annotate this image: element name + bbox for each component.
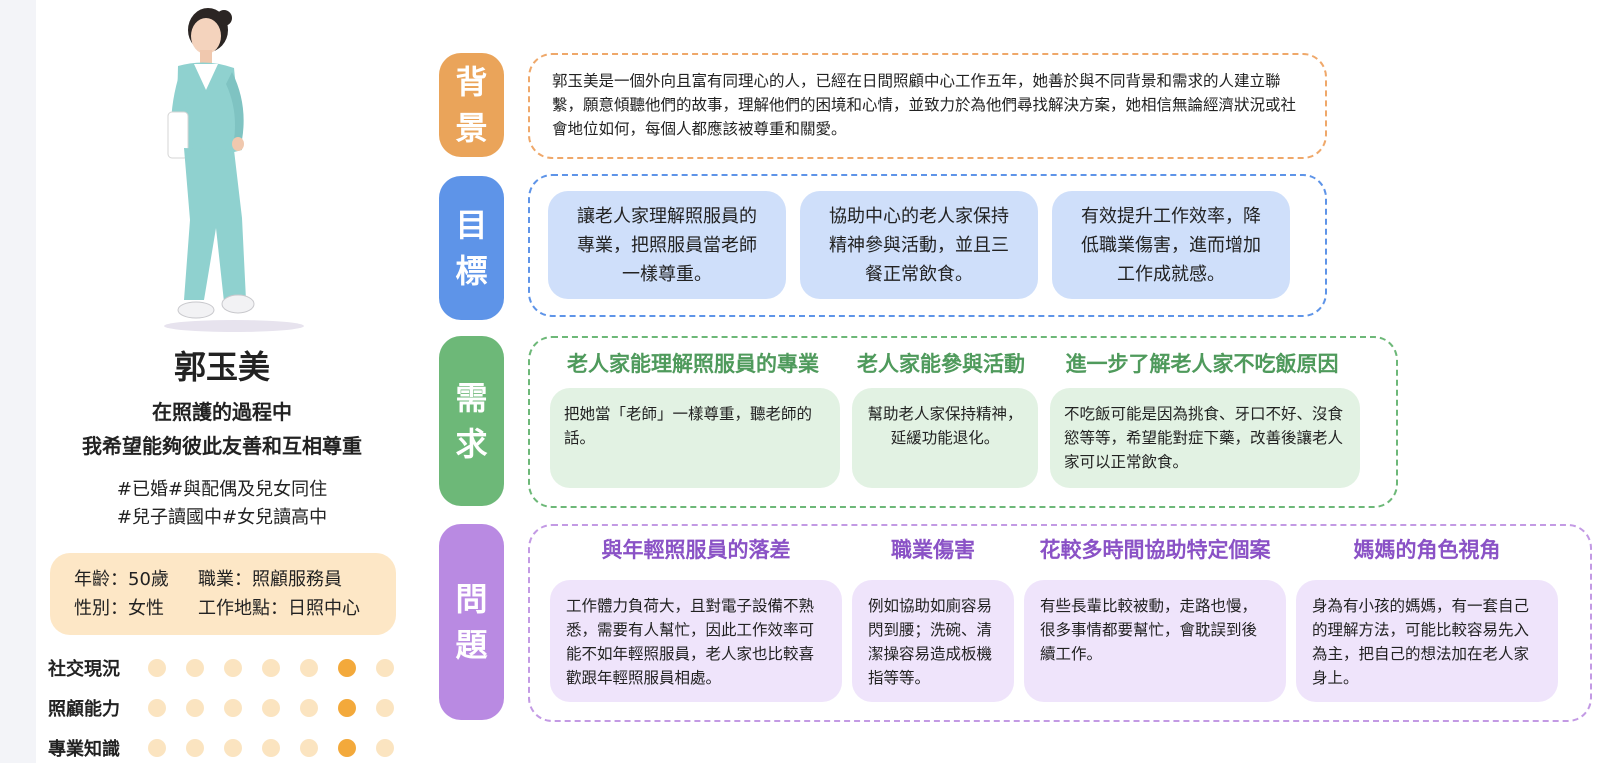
rating-dot — [186, 739, 204, 757]
left-margin — [0, 0, 36, 763]
need-card: 不吃飯可能是因為挑食、牙口不好、沒食慾等等，希望能對症下藥，改善後讓老人家可以正… — [1050, 388, 1360, 488]
rating-dot — [376, 659, 394, 677]
section-label-problems: 問 題 — [439, 524, 504, 720]
need-title: 進一步了解老人家不吃飯原因 — [1065, 352, 1339, 376]
rating-dot — [224, 739, 242, 757]
goals-box: 讓老人家理解照服員的專業，把照服員當老師一樣尊重。 協助中心的老人家保持精神參與… — [528, 174, 1327, 317]
background-box: 郭玉美是一個外向且富有同理心的人，已經在日間照顧中心工作五年，她善於與不同背景和… — [528, 53, 1327, 159]
rating-dot — [148, 739, 166, 757]
label-char: 需 — [455, 379, 488, 417]
info-row: 年齡：50歲 職業：照顧服務員 — [74, 565, 396, 594]
job-field: 職業：照顧服務員 — [198, 569, 342, 590]
info-card: 年齡：50歲 職業：照顧服務員 性別：女性 工作地點：日照中心 — [50, 553, 396, 635]
rating-dot — [186, 699, 204, 717]
tag-line: #已婚#與配偶及兒女同住 — [116, 479, 328, 500]
label-char: 求 — [455, 425, 488, 463]
age-field: 年齡：50歲 — [74, 569, 169, 590]
problem-card: 工作體力負荷大，且對電子設備不熟悉，需要有人幫忙，因此工作效率可能不如年輕照服員… — [550, 580, 842, 702]
background-text: 郭玉美是一個外向且富有同理心的人，已經在日間照顧中心工作五年，她善於與不同背景和… — [552, 72, 1297, 138]
section-label-background: 背 景 — [439, 53, 504, 157]
label-char: 目 — [455, 206, 488, 244]
problem-card: 例如協助如廁容易閃到腰；洗碗、清潔操容易造成板機指等等。 — [852, 580, 1014, 702]
rating-dot — [148, 659, 166, 677]
section-label-needs: 需 求 — [439, 336, 504, 506]
rating-dot — [300, 659, 318, 677]
goal-card: 讓老人家理解照服員的專業，把照服員當老師一樣尊重。 — [548, 191, 786, 299]
rating-dot — [148, 699, 166, 717]
rating-dot — [186, 659, 204, 677]
section-label-goals: 目 標 — [439, 176, 504, 320]
ratings-list: 社交現況照顧能力專業知識 — [48, 648, 408, 763]
problems-box: 與年輕照服員的落差 職業傷害 花較多時間協助特定個案 媽媽的角色視角 工作體力負… — [528, 524, 1592, 722]
label-char: 問 — [455, 580, 488, 618]
rating-label: 專業知識 — [48, 739, 120, 760]
persona-motto: 在照護的過程中 我希望能夠彼此友善和互相尊重 — [36, 395, 408, 463]
rating-label: 照顧能力 — [48, 699, 120, 720]
problem-title: 花較多時間協助特定個案 — [1039, 538, 1271, 562]
problem-title: 職業傷害 — [891, 538, 975, 562]
workplace-field: 工作地點：日照中心 — [198, 598, 360, 619]
rating-dot — [300, 739, 318, 757]
rating-label: 社交現況 — [48, 659, 120, 680]
rating-dot — [262, 659, 280, 677]
rating-row: 照顧能力 — [48, 688, 408, 728]
rating-dots — [148, 699, 394, 717]
label-char: 景 — [455, 109, 488, 147]
rating-row: 社交現況 — [48, 648, 408, 688]
need-card: 幫助老人家保持精神，延緩功能退化。 — [852, 388, 1038, 488]
profile-panel: 郭玉美 在照護的過程中 我希望能夠彼此友善和互相尊重 #已婚#與配偶及兒女同住 … — [36, 0, 416, 763]
nurse-avatar-image — [164, 8, 304, 332]
need-title: 老人家能理解照服員的專業 — [567, 352, 819, 376]
rating-dot — [376, 699, 394, 717]
rating-dot-selected — [338, 659, 356, 677]
rating-dot — [224, 659, 242, 677]
problem-card: 身為有小孩的媽媽，有一套自己的理解方法，可能比較容易先入為主，把自己的想法加在老… — [1296, 580, 1558, 702]
label-char: 背 — [455, 63, 488, 101]
rating-dot — [376, 739, 394, 757]
label-char: 標 — [455, 252, 488, 290]
persona-tags: #已婚#與配偶及兒女同住 #兒子讀國中#女兒讀高中 — [36, 476, 408, 532]
rating-dot — [300, 699, 318, 717]
problem-title: 媽媽的角色視角 — [1353, 538, 1501, 562]
need-title: 老人家能參與活動 — [857, 352, 1025, 376]
rating-dot — [224, 699, 242, 717]
info-row: 性別：女性 工作地點：日照中心 — [74, 594, 396, 623]
label-char: 題 — [455, 626, 488, 664]
rating-dot — [262, 739, 280, 757]
rating-row: 專業知識 — [48, 728, 408, 763]
needs-box: 老人家能理解照服員的專業 老人家能參與活動 進一步了解老人家不吃飯原因 把她當「… — [528, 336, 1398, 508]
problem-card: 有些長輩比較被動，走路也慢，很多事情都要幫忙，會耽誤到後續工作。 — [1024, 580, 1286, 702]
rating-dots — [148, 659, 394, 677]
motto-line: 我希望能夠彼此友善和互相尊重 — [82, 434, 362, 458]
problem-title: 與年輕照服員的落差 — [601, 538, 791, 562]
goal-card: 協助中心的老人家保持精神參與活動，並且三餐正常飲食。 — [800, 191, 1038, 299]
tag-line: #兒子讀國中#女兒讀高中 — [116, 507, 328, 528]
rating-dot — [262, 699, 280, 717]
rating-dots — [148, 739, 394, 757]
rating-dot-selected — [338, 699, 356, 717]
goal-card: 有效提升工作效率，降低職業傷害，進而增加工作成就感。 — [1052, 191, 1290, 299]
gender-field: 性別：女性 — [74, 598, 164, 619]
rating-dot-selected — [338, 739, 356, 757]
motto-line: 在照護的過程中 — [152, 400, 292, 424]
persona-name: 郭玉美 — [173, 348, 270, 386]
need-card: 把她當「老師」一樣尊重，聽老師的話。 — [550, 388, 840, 488]
